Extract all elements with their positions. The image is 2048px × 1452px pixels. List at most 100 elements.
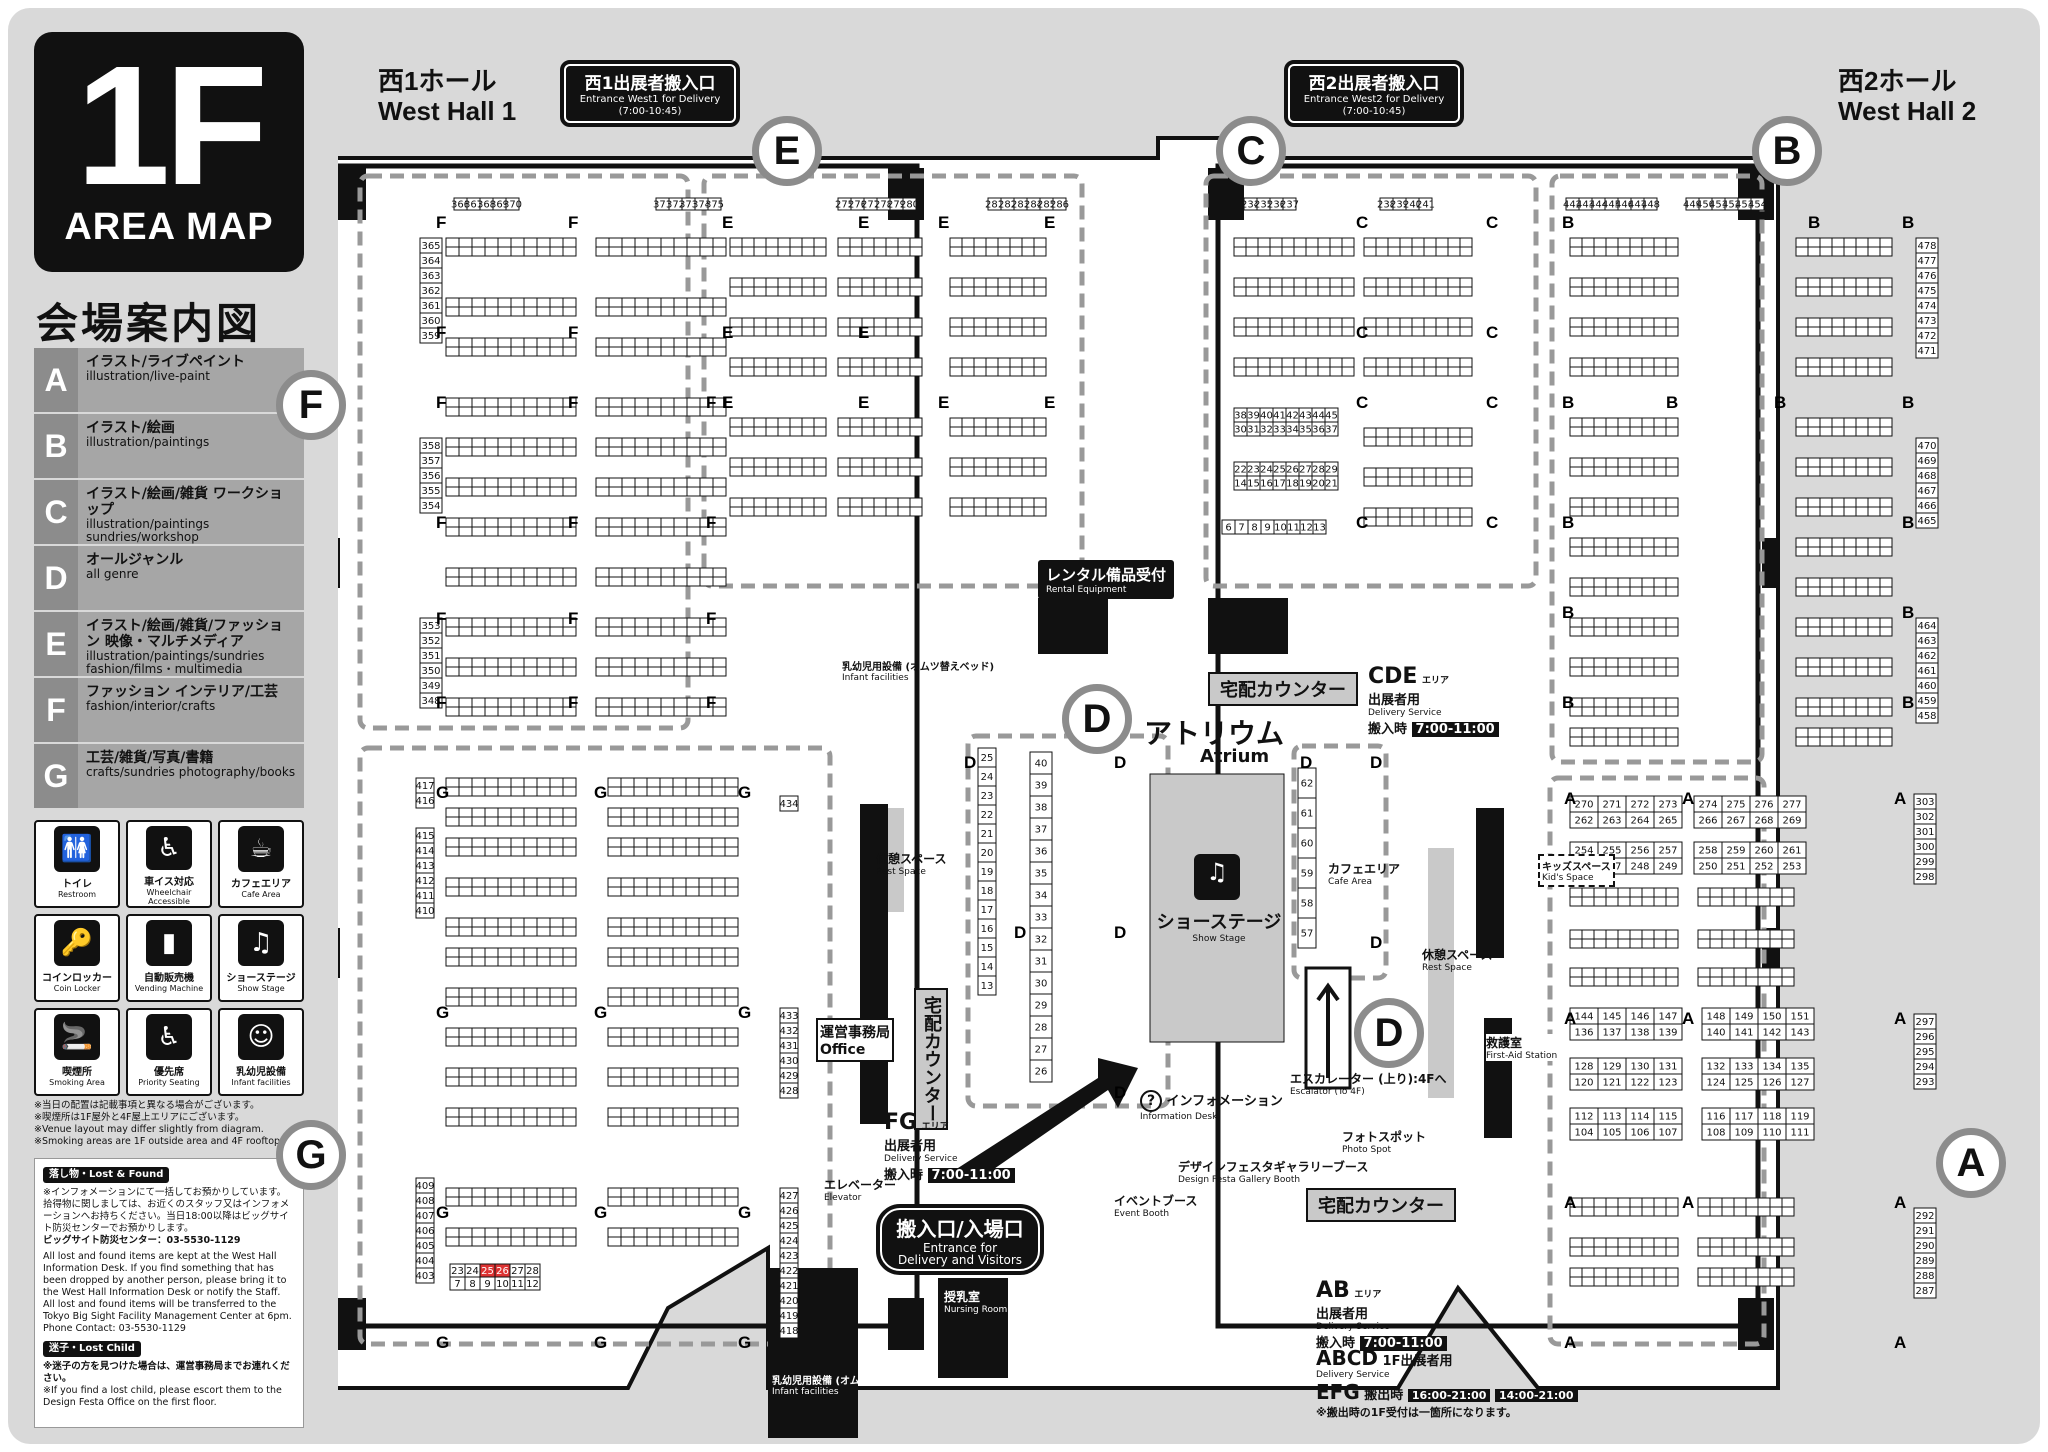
- booth: [699, 346, 714, 357]
- icon-jp: 乳幼児設備: [236, 1067, 286, 1078]
- booth: [484, 526, 499, 537]
- booth: [1745, 929, 1759, 940]
- zone-letter-marker: C: [1356, 393, 1368, 412]
- booth-number: 410: [415, 906, 434, 917]
- booth: [1569, 1246, 1583, 1257]
- booth: [1399, 436, 1413, 447]
- booth: [471, 1076, 486, 1087]
- booth: [1341, 366, 1355, 377]
- booth: [562, 877, 577, 888]
- booth: [497, 816, 512, 827]
- booth: [949, 417, 963, 428]
- booth: [484, 837, 499, 848]
- booth: [660, 567, 675, 578]
- booth: [1807, 537, 1821, 548]
- booth: [621, 477, 636, 488]
- booth-number: 359: [421, 331, 440, 342]
- booth: [1807, 497, 1821, 508]
- booth: [608, 697, 623, 708]
- zone-letter-marker: G: [436, 1203, 449, 1222]
- booth: [789, 506, 803, 517]
- booth-a: [1777, 811, 1807, 829]
- booth-number: 106: [1630, 1128, 1649, 1139]
- zone-letter-marker: D: [1370, 753, 1382, 772]
- booth: [1709, 1276, 1723, 1287]
- booth: [685, 1107, 700, 1118]
- booth: [646, 926, 661, 937]
- booth: [1569, 1267, 1583, 1278]
- zone-badge-c: C: [1216, 116, 1286, 186]
- booth: [445, 1076, 460, 1087]
- booth-number: 28: [526, 1266, 539, 1277]
- booth: [1411, 317, 1425, 328]
- cde-time-jp: 搬入時: [1368, 722, 1408, 737]
- booth-a: [1785, 1123, 1815, 1141]
- booth: [1721, 967, 1735, 978]
- booth: [484, 626, 499, 637]
- booth: [897, 286, 911, 297]
- booth: [1593, 286, 1607, 297]
- booth-g-highlight: [494, 1263, 511, 1278]
- booth: [1459, 237, 1473, 248]
- booth: [1781, 967, 1795, 978]
- booth-number: 144: [1574, 1012, 1593, 1023]
- booth: [549, 306, 564, 317]
- ab-delivery-service: AB エリア 出展者用 Delivery Service 搬入時 7:00-11…: [1316, 1278, 1447, 1351]
- booth: [1819, 326, 1833, 337]
- booth: [1795, 277, 1809, 288]
- booth: [510, 1107, 525, 1118]
- booth: [607, 837, 622, 848]
- booth: [685, 837, 700, 848]
- legend-jp: ファッション インテリア/工芸: [86, 684, 278, 700]
- booth: [1653, 457, 1667, 468]
- booth: [813, 357, 827, 368]
- booth: [1819, 617, 1833, 628]
- booth: [1629, 1246, 1643, 1257]
- booth-number: 239: [1390, 200, 1409, 211]
- booth: [1617, 537, 1631, 548]
- ab-time-jp: 搬入時: [1316, 1336, 1356, 1351]
- booth: [471, 617, 486, 628]
- booth: [672, 1067, 687, 1078]
- booth: [646, 996, 661, 1007]
- lost-found-header: 落し物・Lost & Found: [43, 1167, 170, 1183]
- booth-number: 273: [1658, 800, 1677, 811]
- booth: [633, 807, 648, 818]
- booth-number: 283: [1011, 200, 1030, 211]
- booth: [1435, 366, 1449, 377]
- zone-letter-marker: E: [858, 213, 869, 232]
- booth: [1329, 237, 1343, 248]
- booth: [885, 246, 899, 257]
- booth: [1593, 1206, 1607, 1217]
- booth: [445, 576, 460, 587]
- lost-found-jp: ※インフォメーションにて一括してお預かりしています。拾得物に関しましては、お近く…: [43, 1187, 290, 1234]
- booth-number: 361: [421, 301, 440, 312]
- booth: [633, 1067, 648, 1078]
- booth: [685, 1187, 700, 1198]
- booth: [510, 406, 525, 417]
- booth: [1665, 426, 1679, 437]
- booth: [510, 987, 525, 998]
- booth-number: 425: [779, 1221, 798, 1232]
- booth: [1653, 887, 1667, 898]
- booth: [1879, 366, 1893, 377]
- booth: [1757, 967, 1771, 978]
- booth: [620, 947, 635, 958]
- legend-en: illustration/paintings: [86, 435, 210, 449]
- booth: [1867, 466, 1881, 477]
- booth: [1733, 1246, 1747, 1257]
- booth-number: 421: [779, 1281, 798, 1292]
- booth: [484, 1227, 499, 1238]
- booth: [711, 1227, 726, 1238]
- booth: [1329, 286, 1343, 297]
- zone-letter-marker: F: [568, 693, 578, 712]
- zone-letter-marker: A: [1682, 1009, 1694, 1028]
- booth: [484, 996, 499, 1007]
- booth-c-top: [1282, 197, 1297, 211]
- booth: [1855, 657, 1869, 668]
- booth-a-side: [1913, 1073, 1937, 1090]
- booth: [777, 326, 791, 337]
